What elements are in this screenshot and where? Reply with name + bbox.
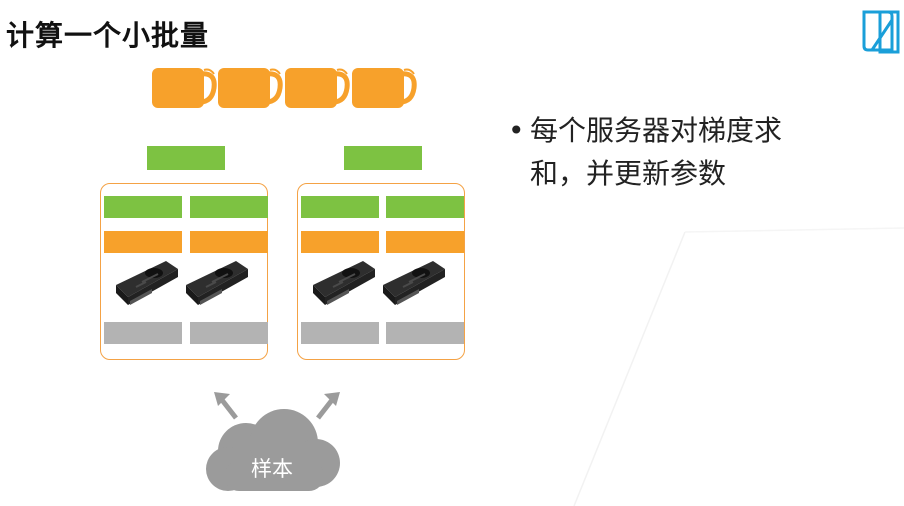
cloud-label: 样本 bbox=[251, 457, 293, 481]
gpu-card-icon bbox=[383, 261, 445, 305]
bullet-line: 和，并更新参数 bbox=[530, 157, 727, 190]
bullet-line: 每个服务器对梯度求 bbox=[530, 114, 783, 147]
slide-title: 计算一个小批量 bbox=[6, 19, 210, 52]
coffee-mug-icon bbox=[218, 68, 283, 108]
server-gradient-sum-block bbox=[147, 146, 225, 170]
gpu-card-icon bbox=[116, 261, 178, 305]
gpu-weights-block bbox=[104, 231, 182, 253]
gpu-batch-block bbox=[104, 322, 182, 344]
gpu-batch-block bbox=[190, 322, 268, 344]
bullet-point: • 每个服务器对梯度求 和，并更新参数 bbox=[508, 109, 838, 195]
gpu-card-icon bbox=[313, 261, 375, 305]
server-gradient-sum-block bbox=[344, 146, 422, 170]
coffee-mug-icon bbox=[352, 68, 417, 108]
bullet-marker: • bbox=[508, 114, 525, 147]
gpu-batch-block bbox=[301, 322, 379, 344]
gpu-gradient-block bbox=[104, 196, 182, 218]
gpu-batch-block bbox=[386, 322, 464, 344]
coffee-mug-icon bbox=[285, 68, 350, 108]
gpu-weights-block bbox=[190, 231, 268, 253]
gpu-gradient-block bbox=[190, 196, 268, 218]
gpu-gradient-block bbox=[386, 196, 464, 218]
gpu-weights-block bbox=[386, 231, 464, 253]
bookmark-logo-icon bbox=[862, 10, 900, 54]
arrow-up-left-icon bbox=[214, 392, 238, 420]
cloud-icon bbox=[206, 409, 340, 491]
arrow-up-right-icon bbox=[316, 392, 340, 420]
gpu-weights-block bbox=[301, 231, 379, 253]
gpu-card-icon bbox=[186, 261, 248, 305]
gpu-gradient-block bbox=[301, 196, 379, 218]
coffee-mug-icon bbox=[152, 68, 217, 108]
